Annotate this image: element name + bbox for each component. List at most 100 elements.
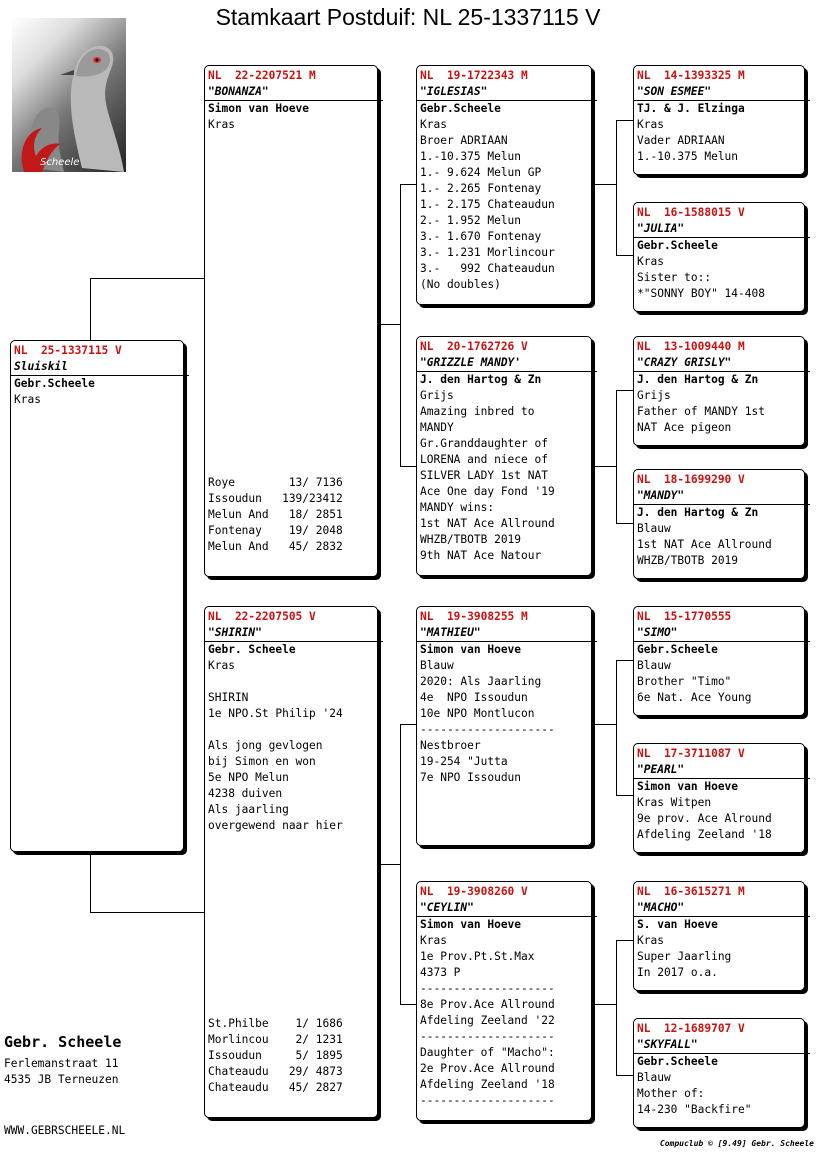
info-line: WHZB/TBOTB 2019 bbox=[420, 533, 522, 546]
info-line: 9e prov. Ace Alround bbox=[637, 812, 772, 825]
owner-name: J. den Hartog & Zn bbox=[420, 373, 542, 386]
info-line: Daughter of "Macho": bbox=[420, 1046, 555, 1059]
info-line: Afdeling Zeeland '18 bbox=[420, 1078, 555, 1091]
race-result: Melun And 18/ 2851 bbox=[208, 508, 343, 521]
connector bbox=[616, 523, 633, 524]
pigeon-name: "SIMO" bbox=[634, 625, 810, 642]
info-line: Vader ADRIAAN bbox=[637, 134, 725, 147]
ring-number: NL 19-1722343 M bbox=[420, 69, 528, 82]
connector bbox=[592, 466, 616, 467]
info-line: 1e Prov.Pt.St.Max bbox=[420, 950, 535, 963]
info-line: 1st NAT Ace Allround bbox=[420, 517, 555, 530]
website-link[interactable]: WWW.GEBRSCHEELE.NL bbox=[4, 1124, 126, 1137]
connector bbox=[378, 864, 400, 865]
info-line: 4238 duiven bbox=[208, 787, 283, 800]
breeder-address-line: 4535 JB Terneuzen bbox=[4, 1073, 119, 1086]
pedigree-card-fff[interactable]: NL 14-1393325 M"SON ESMEE"TJ. & J. Elzin… bbox=[633, 65, 810, 175]
info-line: In 2017 o.a. bbox=[637, 966, 718, 979]
breeder-name: Gebr. Scheele bbox=[4, 1033, 122, 1051]
ring-number: NL 22-2207505 V bbox=[208, 610, 316, 623]
info-line: Kras bbox=[420, 934, 447, 947]
info-line: Als jaarling bbox=[208, 803, 289, 816]
info-line: MANDY bbox=[420, 421, 454, 434]
pigeon-name: "MACHO" bbox=[634, 900, 810, 917]
owner-name: Simon van Hoeve bbox=[420, 643, 522, 656]
connector bbox=[400, 466, 417, 467]
logo-text: Scheele bbox=[40, 157, 79, 168]
info-line: Blauw bbox=[637, 1071, 671, 1084]
info-line: WHZB/TBOTB 2019 bbox=[637, 554, 739, 567]
info-line: Kras bbox=[637, 255, 664, 268]
pedigree-card-fmm[interactable]: NL 18-1699290 V "MANDY"J. den Hartog & Zn… bbox=[633, 469, 810, 579]
info-line: 4e NPO Issoudun bbox=[420, 691, 528, 704]
ring-number: NL 19-3908255 M bbox=[420, 610, 528, 623]
info-line: Grijs bbox=[420, 389, 454, 402]
ring-number: NL 16-1588015 V bbox=[637, 206, 745, 219]
info-line: Grijs bbox=[637, 389, 671, 402]
info-line: 1e NPO.St Philip '24 bbox=[208, 707, 343, 720]
info-line: Als jong gevlogen bbox=[208, 739, 323, 752]
pigeon-name: "CEYLIN" bbox=[417, 900, 597, 917]
race-result: Chateaudu 45/ 2827 bbox=[208, 1081, 343, 1094]
pigeon-name: "MANDY" bbox=[634, 488, 810, 505]
pigeon-name: "JULIA" bbox=[634, 221, 810, 238]
connector bbox=[616, 390, 617, 523]
connector bbox=[90, 912, 204, 913]
info-line: 10e NPO Montlucon bbox=[420, 707, 535, 720]
info-line: Nestbroer bbox=[420, 739, 481, 752]
owner-name: S. van Hoeve bbox=[637, 918, 718, 931]
info-line: 19-254 "Jutta bbox=[420, 755, 508, 768]
info-line: Father of MANDY 1st bbox=[637, 405, 765, 418]
pedigree-card-fm[interactable]: NL 20-1762726 V"GRIZZLE MANDY'J. den Har… bbox=[416, 336, 597, 576]
ring-number: NL 18-1699290 V bbox=[637, 473, 745, 486]
owner-name: J. den Hartog & Zn bbox=[637, 506, 759, 519]
pigeon-name: "GRIZZLE MANDY' bbox=[417, 355, 597, 372]
ring-number: NL 22-2207521 M bbox=[208, 69, 316, 82]
info-line: 1.- 2.265 Fontenay bbox=[420, 182, 542, 195]
info-line: Brother "Timo" bbox=[637, 675, 732, 688]
info-line: Blauw bbox=[637, 522, 671, 535]
connector bbox=[400, 724, 417, 725]
owner-name: Gebr.Scheele bbox=[637, 643, 718, 656]
info-line: Blauw bbox=[637, 659, 671, 672]
info-line: 3.- 1.670 Fontenay bbox=[420, 230, 542, 243]
connector bbox=[616, 1075, 633, 1076]
info-line: 1.- 9.624 Melun GP bbox=[420, 166, 542, 179]
info-line: Kras bbox=[14, 393, 41, 406]
race-result: Melun And 45/ 2832 bbox=[208, 540, 343, 553]
info-line: Amazing inbred to bbox=[420, 405, 535, 418]
connector bbox=[592, 1004, 616, 1005]
info-line: -------------------- bbox=[420, 1094, 555, 1107]
info-line: (No doubles) bbox=[420, 278, 501, 291]
connector bbox=[400, 184, 401, 466]
info-line: 2020: Als Jaarling bbox=[420, 675, 542, 688]
connector bbox=[400, 184, 417, 185]
info-line: MANDY wins: bbox=[420, 501, 495, 514]
ring-number: NL 13-1009440 M bbox=[637, 340, 745, 353]
info-line: 1.- 2.175 Chateaudun bbox=[420, 198, 555, 211]
pedigree-card-fmf[interactable]: NL 13-1009440 M"CRAZY GRISLY"J. den Hart… bbox=[633, 336, 810, 446]
owner-name: Gebr.Scheele bbox=[637, 239, 718, 252]
connector bbox=[616, 390, 633, 391]
info-line: 3.- 992 Chateaudun bbox=[420, 262, 555, 275]
race-result: St.Philbe 1/ 1686 bbox=[208, 1017, 343, 1030]
info-line: Mother of: bbox=[637, 1087, 705, 1100]
pigeon-name: Sluiskil bbox=[11, 359, 189, 376]
info-line: Broer ADRIAAN bbox=[420, 134, 508, 147]
connector bbox=[400, 1004, 417, 1005]
footer-credit: Compuclub © [9.49] Gebr. Scheele bbox=[659, 1139, 814, 1148]
info-line: NAT Ace pigeon bbox=[637, 421, 732, 434]
